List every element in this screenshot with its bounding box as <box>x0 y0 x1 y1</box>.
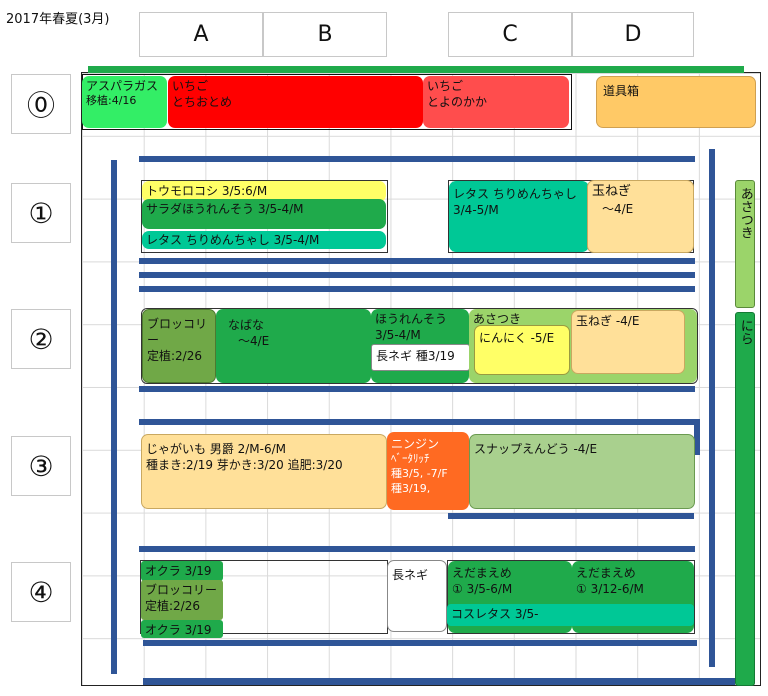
bed-note: とちおとめ <box>172 95 233 110</box>
bed-label: レタス ちりめんちゃし 3/5-4/M <box>146 233 320 247</box>
top-green-strip <box>88 66 744 73</box>
bed-note: ① 3/5-6/M <box>452 582 513 597</box>
path-h6 <box>139 419 699 425</box>
column-header-d: D <box>572 12 694 57</box>
bed-label: オクラ 3/19 <box>145 564 212 578</box>
path-h7 <box>448 513 694 519</box>
bed-lettuce-c: レタス ちりめんちゃし 3/4-5/M <box>449 181 589 252</box>
bed-broccoli-1: ブロッコリー 定植:2/26 <box>142 309 216 383</box>
bed-leek-1: 長ネギ 種3/19 <box>371 344 470 371</box>
bed-note: 種3/5, -7/F <box>391 467 448 481</box>
column-header-a: A <box>139 12 263 57</box>
bed-okra-2: オクラ 3/19 <box>141 620 223 638</box>
bed-label: 玉ねぎ -4/E <box>576 314 640 328</box>
path-h1 <box>139 156 695 162</box>
path-h2 <box>139 258 695 264</box>
bed-label: にんにく -5/E <box>479 331 555 345</box>
bed-label: 長ネギ 種3/19 <box>376 349 455 363</box>
path-h3 <box>139 272 695 278</box>
bed-note: ① 3/12-6/M <box>576 582 644 597</box>
bed-label: サラダほうれんそう 3/5-4/M <box>146 202 304 216</box>
bed-note: 種まき:2/19 芽かき:3/20 追肥:3/20 <box>146 458 343 473</box>
bed-nabana: なばな ～4/E <box>216 309 371 383</box>
bed-note-2: 種3/19, <box>391 481 431 495</box>
bed-label: いちご <box>427 79 464 93</box>
bed-label: ニンジン <box>391 437 440 451</box>
row-header-3: ③ <box>11 436 71 496</box>
bed-corn: トウモロコシ 3/5:6/M <box>142 181 386 202</box>
page-title: 2017年春夏(3月) <box>6 12 110 27</box>
bed-onion-1: 玉ねぎ ～4/E <box>587 180 694 253</box>
bed-note: 3/4-5/M <box>453 203 499 218</box>
path-bottom <box>143 678 735 685</box>
left-path <box>111 160 117 674</box>
right-path <box>709 149 715 667</box>
bed-label: 道具箱 <box>603 84 640 98</box>
path-h9 <box>143 640 697 646</box>
bed-label: いちご <box>172 79 209 93</box>
bed-asatsuki-vertical: あさつき <box>735 180 755 308</box>
row2-frame <box>141 308 698 384</box>
bed-label: ブロッコリー <box>145 583 218 597</box>
column-header-c: C <box>448 12 572 57</box>
bed-note: 定植:2/26 <box>147 349 202 364</box>
bed-label: なばな <box>228 318 265 332</box>
bed-label: えだまえめ <box>576 566 636 580</box>
bed-salad-spinach: サラダほうれんそう 3/5-4/M <box>142 199 386 229</box>
bed-label: オクラ 3/19 <box>145 623 212 637</box>
bed-ichigo-toyonoka: いちご とよのかか <box>423 76 569 128</box>
bed-label: トウモロコシ 3/5:6/M <box>146 184 268 198</box>
bed-label: ブロッコリー <box>147 317 208 348</box>
bed-garlic: にんにく -5/E <box>474 325 570 375</box>
path-v-short <box>694 419 700 455</box>
bed-okra-1: オクラ 3/19 <box>141 561 223 581</box>
bed-carrot: ニンジン ﾍﾞｰﾀﾘｯﾁ 種3/5, -7/F 種3/19, <box>387 432 469 510</box>
row-header-0: ⓪ <box>11 74 71 134</box>
bed-label: コスレタス 3/5- <box>451 607 539 621</box>
bed-note: 移植:4/16 <box>86 94 137 108</box>
bed-variety: ﾍﾞｰﾀﾘｯﾁ <box>391 452 430 466</box>
row1-frame-ab <box>141 180 388 253</box>
row-header-4: ④ <box>11 562 71 622</box>
bed-label: レタス ちりめんちゃし <box>453 187 577 201</box>
bed-label: あさつき <box>473 312 522 326</box>
bed-tool-box: 道具箱 <box>596 76 756 128</box>
bed-label: 長ネギ <box>392 568 429 582</box>
bed-label: にら <box>737 319 753 345</box>
column-header-b: B <box>263 12 387 57</box>
bed-lettuce-ab: レタス ちりめんちゃし 3/5-4/M <box>142 231 386 249</box>
bed-snap-pea: スナップえんどう -4/E <box>469 434 695 509</box>
bed-onion-2: 玉ねぎ -4/E <box>571 310 685 374</box>
bed-asparagus: アスパラガス 移植:4/16 <box>82 76 167 128</box>
bed-note: ～4/E <box>238 334 270 349</box>
bed-note: 3/5-4/M <box>375 328 421 343</box>
bed-potato: じゃがいも 男爵 2/M-6/M 種まき:2/19 芽かき:3/20 追肥:3/… <box>141 434 387 509</box>
path-h8 <box>139 546 695 552</box>
bed-note: 定植:2/26 <box>145 599 200 614</box>
bed-label: あさつき <box>737 187 753 239</box>
bed-leek-2: 長ネギ <box>387 560 447 632</box>
bed-label: じゃがいも 男爵 2/M-6/M <box>146 442 287 456</box>
bed-ichigo-tochiotome: いちご とちおとめ <box>168 76 423 128</box>
bed-note: ～4/E <box>602 201 634 216</box>
row4-frame-cd <box>447 560 695 634</box>
bed-label: 玉ねぎ <box>592 184 632 199</box>
bed-note: とよのかか <box>427 95 488 110</box>
bed-broccoli-2: ブロッコリー 定植:2/26 <box>141 580 223 620</box>
bed-label: スナップえんどう -4/E <box>474 442 598 456</box>
row-header-2: ② <box>11 309 71 369</box>
path-h5 <box>139 386 695 392</box>
bed-cos-lettuce: コスレタス 3/5- <box>447 604 694 626</box>
bed-label: えだまえめ <box>452 566 512 580</box>
bed-label: ほうれんそう <box>375 312 448 326</box>
bed-nira-vertical: にら <box>735 312 755 686</box>
bed-label: アスパラガス <box>86 79 159 93</box>
path-h4 <box>139 286 695 292</box>
row-header-1: ① <box>11 183 71 243</box>
